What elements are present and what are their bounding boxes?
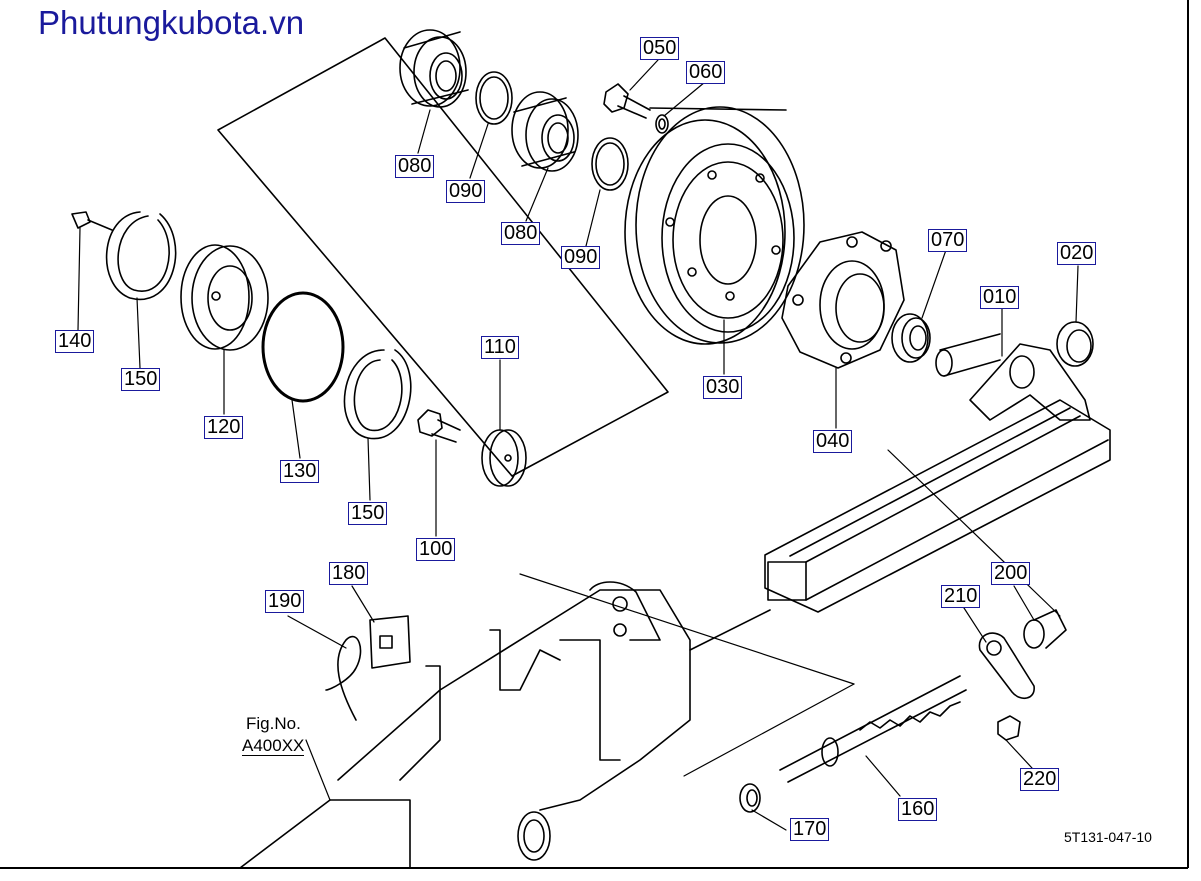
circlip-150-right [343, 349, 412, 440]
part-label-020[interactable]: 020 [1057, 242, 1097, 265]
washer-170 [739, 783, 761, 813]
snap-ring-090-top [475, 71, 513, 125]
plate-180 [369, 615, 411, 669]
washer-110 [481, 429, 527, 487]
hub-cap-120 [180, 244, 269, 351]
part-label-080-top[interactable]: 080 [395, 155, 435, 178]
part-label-190[interactable]: 190 [265, 590, 305, 613]
clip-190 [325, 635, 362, 721]
part-label-110[interactable]: 110 [481, 336, 519, 359]
part-label-220[interactable]: 220 [1020, 768, 1060, 791]
site-watermark: Phutungkubota.vn [38, 4, 305, 41]
snap-ring-090-second [591, 137, 629, 191]
frame-bracket [239, 581, 771, 869]
washer-060 [655, 114, 669, 134]
circlip-150-left [105, 211, 177, 301]
part-label-090-second[interactable]: 090 [561, 246, 601, 269]
part-label-050[interactable]: 050 [640, 37, 680, 60]
part-label-180[interactable]: 180 [329, 562, 369, 585]
subassembly-outline [217, 37, 669, 477]
plate-210 [978, 632, 1035, 699]
oil-seal-070 [891, 313, 931, 363]
seal-020 [1056, 321, 1094, 367]
part-label-070[interactable]: 070 [928, 229, 968, 252]
part-label-060[interactable]: 060 [686, 61, 726, 84]
bearing-080-top [399, 29, 469, 108]
part-label-160[interactable]: 160 [898, 798, 938, 821]
bolt-100 [417, 409, 461, 443]
part-label-120[interactable]: 120 [204, 416, 244, 439]
part-label-040[interactable]: 040 [813, 430, 853, 453]
grease-nipple-140 [71, 211, 113, 231]
part-label-080-second[interactable]: 080 [501, 222, 541, 245]
part-label-150-left[interactable]: 150 [121, 368, 161, 391]
part-label-200[interactable]: 200 [991, 562, 1031, 585]
bearing-080-second [511, 91, 579, 172]
leader-lines [77, 59, 1079, 831]
part-label-140[interactable]: 140 [55, 330, 95, 353]
o-ring-130 [261, 291, 345, 403]
part-label-010[interactable]: 010 [980, 286, 1020, 309]
part-label-210[interactable]: 210 [941, 585, 981, 608]
adjusting-bolt-160 [779, 675, 967, 783]
figure-ref-line1: Fig.No. [246, 714, 301, 733]
bolt-220 [997, 715, 1021, 741]
part-label-150-right[interactable]: 150 [348, 502, 388, 525]
part-label-100[interactable]: 100 [416, 538, 456, 561]
bolt-050 [603, 83, 651, 119]
housing-040 [781, 231, 905, 369]
part-label-090-top[interactable]: 090 [446, 180, 486, 203]
idler-wheel-030 [624, 106, 805, 345]
tension-tube [764, 399, 1111, 613]
figure-ref-line2: A400XX [242, 736, 305, 756]
idler-arm-010 [935, 333, 1091, 421]
part-label-130[interactable]: 130 [280, 460, 320, 483]
part-label-030[interactable]: 030 [703, 376, 743, 399]
part-label-170[interactable]: 170 [790, 818, 830, 841]
drawing-number: 5T131-047-10 [1064, 829, 1152, 845]
